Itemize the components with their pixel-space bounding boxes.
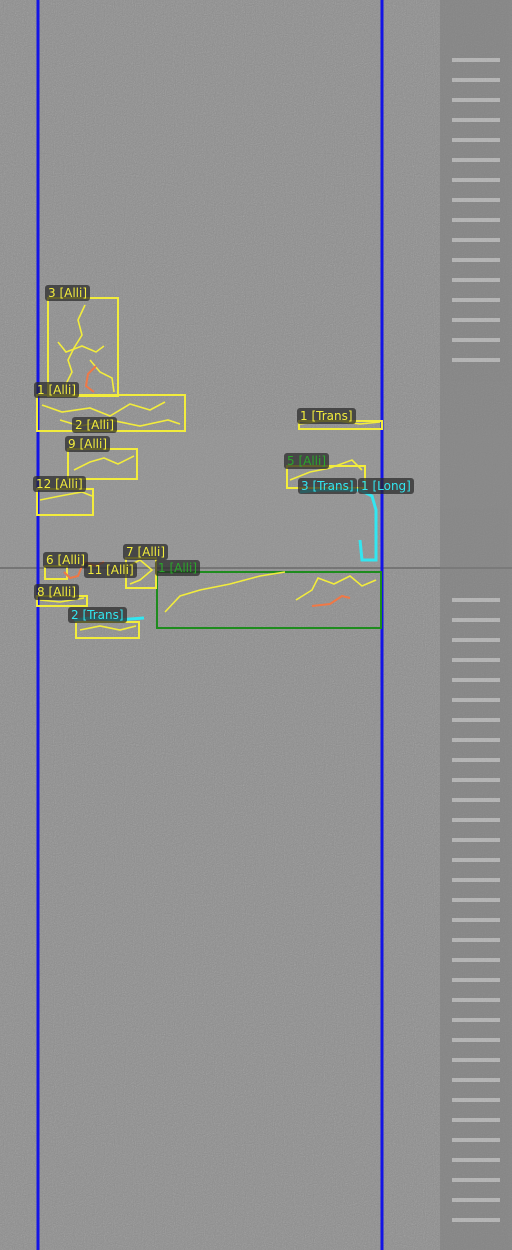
patch-box[interactable] xyxy=(156,571,382,629)
label-patch-alli-1: 1 [Alli] xyxy=(155,560,201,576)
label-alli-9: 9 [Alli] xyxy=(65,436,111,452)
shoulder-texture xyxy=(440,0,512,1250)
joint-band xyxy=(0,430,512,570)
label-trans-2: 2 [Trans] xyxy=(68,607,127,623)
label-trans-3: 3 [Trans] xyxy=(298,478,357,494)
label-alli-8: 8 [Alli] xyxy=(34,584,80,600)
label-alli-5: 5 [Alli] xyxy=(284,453,330,469)
label-alli-2: 2 [Alli] xyxy=(72,417,118,433)
label-alli-3: 3 [Alli] xyxy=(45,285,91,301)
label-alli-11: 11 [Alli] xyxy=(84,562,137,578)
label-alli-6: 6 [Alli] xyxy=(43,552,89,568)
label-long-1: 1 [Long] xyxy=(358,478,414,494)
label-trans-1: 1 [Trans] xyxy=(297,408,356,424)
label-alli-1: 1 [Alli] xyxy=(34,382,80,398)
label-alli-7: 7 [Alli] xyxy=(123,544,169,560)
label-alli-12: 12 [Alli] xyxy=(33,476,86,492)
